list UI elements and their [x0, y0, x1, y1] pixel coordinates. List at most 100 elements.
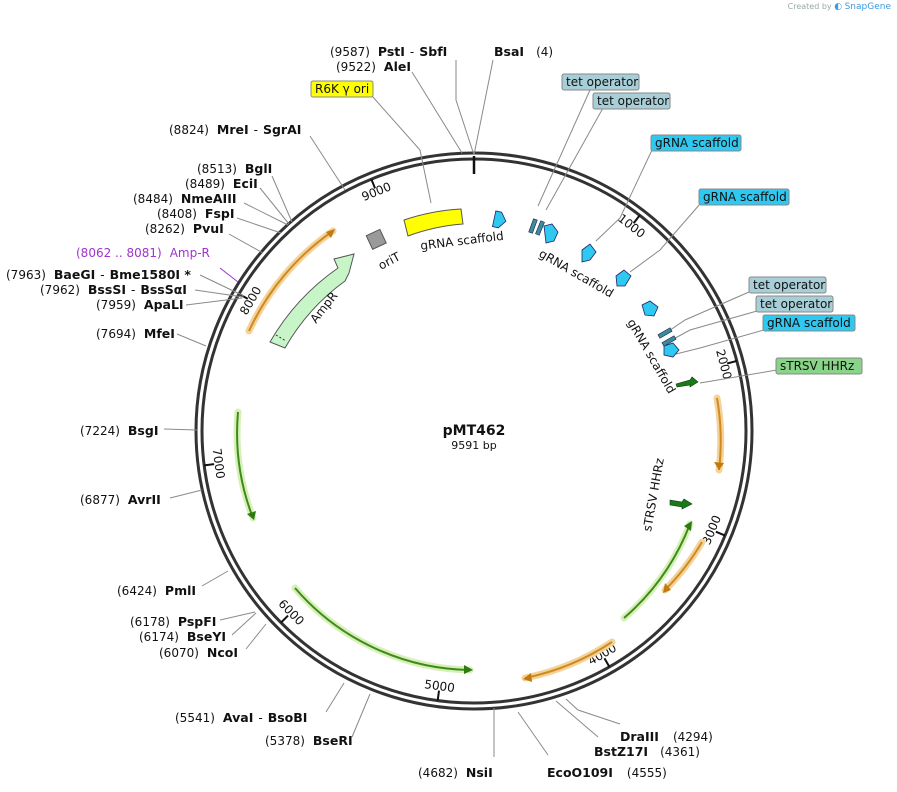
box-tet-op-2: tet operator	[592, 92, 671, 110]
orf-orange-3-arrowhead	[523, 673, 532, 682]
tick-mark-1000	[632, 214, 641, 224]
box-gRNA-3: gRNA scaffold	[762, 314, 856, 332]
enzyme-label-mfeI: (7694)MfeI	[96, 326, 175, 341]
box-gRNA-3-text: gRNA scaffold	[767, 316, 851, 330]
box-gRNA-1: gRNA scaffold	[650, 134, 742, 152]
box-tet-op-4-text: tet operator	[760, 297, 832, 311]
box-tet-op-4: tet operator	[755, 295, 834, 313]
gRNA-arrow-3	[581, 243, 597, 263]
orf-green-1-arrowhead	[247, 511, 256, 520]
leader-avrII	[169, 489, 203, 499]
gRNA-arrow-5	[641, 300, 659, 317]
orf-arcs	[245, 227, 725, 682]
box-gRNA-2-bg	[698, 188, 790, 206]
tick-label-1000: 1000	[615, 211, 648, 241]
tet-op-bar-2	[535, 220, 545, 236]
leader-draIII	[565, 698, 621, 725]
leader-pmlI	[201, 570, 229, 587]
leader-bseRI	[351, 693, 371, 738]
box-gRNA-2: gRNA scaffold	[698, 188, 790, 206]
strsv-label: sTRSV HHRz	[640, 457, 667, 533]
enzyme-label-pmlI: (6424)PmlI	[117, 583, 196, 598]
orf-green-arcs	[233, 408, 694, 674]
leader-mfeI	[176, 333, 207, 347]
orf-green-3-arrowhead	[684, 521, 692, 531]
box-gRNA-2-text: gRNA scaffold	[703, 190, 787, 204]
box-gRNA-1-bg	[650, 134, 742, 152]
box-r6k-ori: R6K γ ori	[310, 80, 374, 98]
enzyme-label-pvuI: (8262)PvuI	[145, 221, 224, 236]
gRNA-arrow-6	[663, 342, 680, 358]
tick-mark-6000	[280, 614, 289, 624]
orf-orange-4-arrowhead	[326, 229, 335, 238]
enzyme-label-eciI: (8489)EciI	[185, 176, 258, 191]
box-strsv-bg	[775, 357, 863, 375]
tick-mark-9000	[370, 178, 377, 189]
tick-mark-7000	[204, 463, 215, 467]
tick-label-2000: 2000	[713, 348, 734, 381]
tet-op-bar-4	[661, 335, 677, 347]
hhrz-arrow-1	[675, 376, 699, 388]
leader-bssSI	[194, 289, 244, 298]
oriT-label: oriT	[376, 249, 403, 272]
leader-eciI	[259, 187, 290, 225]
box-tet-op-3-bg	[748, 276, 827, 294]
orf-orange-4	[248, 230, 334, 332]
tick-label-7000: 7000	[210, 447, 228, 479]
leader-baeGI	[199, 274, 245, 297]
enzyme-label-draIII: DraIII(4294)	[620, 729, 713, 744]
box-strsv-text: sTRSV HHRz	[780, 359, 854, 373]
leader-nmeAIII	[243, 202, 289, 226]
leader-amp-r-primer	[219, 267, 239, 283]
tick-label-5000: 5000	[424, 677, 456, 695]
tet-op-bar-1	[528, 218, 538, 234]
enzyme-label-ecoO109I: EcoO109I(4555)	[547, 765, 667, 780]
oriT-feature	[365, 228, 387, 250]
box-tet-op-1-bg	[561, 73, 640, 91]
leader-apaLI	[185, 297, 243, 306]
tick-mark-2000	[726, 359, 738, 365]
box-tet-op-3-text: tet operator	[753, 278, 825, 292]
leader-pspFI	[219, 611, 256, 621]
leader-r6k-ori	[371, 95, 432, 204]
box-tet-op-1-text: tet operator	[566, 75, 638, 89]
snapgene-logo-icon: ◐	[834, 2, 843, 12]
credit-brand: SnapGene	[844, 2, 891, 12]
enzyme-label-bsaI: BsaI(4)	[494, 44, 553, 59]
enzyme-label-nmeAIII: (8484)NmeAIII	[133, 191, 237, 206]
gRNA-arrow-4	[615, 269, 632, 287]
enzyme-label-apaLI: (7959)ApaLI	[96, 297, 184, 312]
orf-orange-3	[524, 641, 613, 679]
leader-aleI	[411, 71, 463, 154]
boxed-feature-labels: R6K γ ori tet operator tet operator gRNA…	[310, 73, 863, 375]
orf-orange-2-arrowhead	[663, 583, 671, 593]
leader-bsaI	[473, 59, 494, 156]
tet-operator-bars	[528, 218, 677, 347]
box-tet-op-3: tet operator	[748, 276, 827, 294]
leader-tet-op-1	[537, 89, 591, 207]
box-r6k-ori-text: R6K γ ori	[315, 82, 369, 96]
tick-mark-3000	[715, 530, 726, 537]
feature-leaders	[371, 89, 778, 384]
orf-green-2-arrowhead	[464, 665, 473, 674]
enzyme-label-fspI: (8408)FspI	[157, 206, 234, 221]
leader-fspI	[236, 217, 282, 234]
credit-prefix: Created by	[787, 2, 832, 11]
primer-label-amp-r: (8062 .. 8081)Amp-R	[76, 246, 210, 260]
leader-tet-op-3	[662, 291, 750, 336]
box-tet-op-1: tet operator	[561, 73, 640, 91]
snapgene-credit: Created by ◐ SnapGene	[788, 2, 891, 12]
gRNA-label-2: gRNA scaffold	[537, 246, 617, 300]
plasmid-name: pMT462	[443, 423, 506, 439]
hhrz-arrow-2	[669, 498, 693, 510]
leader-pvuI	[228, 233, 264, 254]
orf-orange-1-arrowhead	[714, 462, 724, 470]
enzyme-label-aleI: (9522)AleI	[336, 59, 411, 74]
leader-gRNA-box-3	[675, 329, 765, 355]
ampR-primer-mark	[275, 334, 287, 342]
leader-ecoO109I	[517, 711, 549, 756]
enzyme-label-mreI: (8824)MreI-SgrAI	[169, 122, 301, 137]
leader-pstI	[455, 60, 475, 156]
enzyme-label-nsiI: (4682)NsiI	[418, 765, 493, 780]
